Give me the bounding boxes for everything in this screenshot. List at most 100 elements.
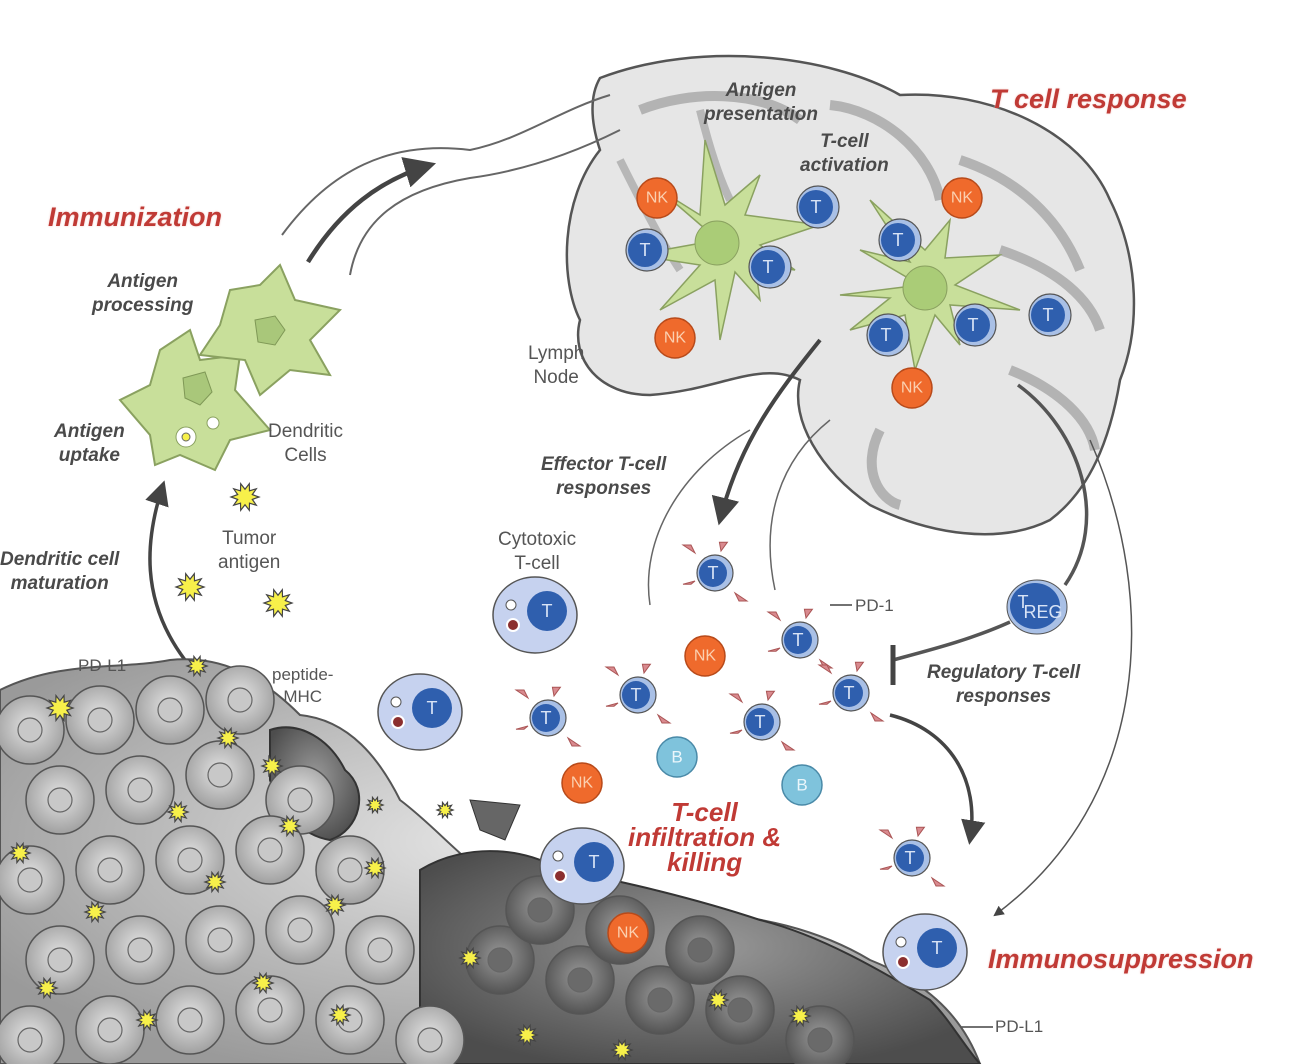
b-cell-label: B bbox=[671, 748, 682, 767]
antigen-star-icon bbox=[45, 693, 75, 723]
text-line: Lymph bbox=[528, 343, 585, 364]
treg-subscript: REG bbox=[1023, 602, 1062, 622]
t-cell-label: T bbox=[811, 197, 822, 217]
text-line: presentation bbox=[704, 104, 819, 125]
text-line: MHC bbox=[283, 687, 323, 706]
text-line: maturation bbox=[10, 573, 109, 594]
antigen-star-icon bbox=[515, 1023, 539, 1047]
cytotoxic-t-cell: T bbox=[492, 576, 578, 654]
label-pdl1-right: PD-L1 bbox=[995, 1017, 1044, 1036]
text-line: Antigen bbox=[54, 421, 125, 442]
antigen-star-icon bbox=[363, 856, 387, 880]
antigen-star-icon bbox=[706, 988, 730, 1012]
pathway-curves bbox=[145, 338, 1133, 1028]
tumor-cell bbox=[155, 985, 225, 1055]
tumor-cell bbox=[205, 665, 275, 735]
dendritic-cell-pair bbox=[118, 263, 342, 472]
treg-label: T bbox=[1018, 592, 1029, 612]
lymph-dendritic-cells bbox=[634, 139, 1021, 373]
text-line: Dendritic cell bbox=[0, 549, 120, 570]
label-peptide-mhc: peptide- MHC bbox=[272, 664, 333, 708]
antigen-star-icon bbox=[229, 481, 261, 513]
label-tumor-antigen: Tumor antigen bbox=[218, 527, 280, 575]
t-cell: T bbox=[878, 826, 946, 887]
text-line: Tumor bbox=[222, 528, 277, 549]
antigen-star-icon bbox=[83, 900, 107, 924]
text-line: Cytotoxic bbox=[498, 529, 577, 550]
tumor-cell bbox=[0, 695, 65, 765]
t-cell-label: T bbox=[893, 230, 904, 250]
b-cell: B bbox=[781, 764, 823, 806]
t-cell: T bbox=[728, 690, 796, 751]
tumor-cell bbox=[235, 975, 305, 1045]
t-cell: T bbox=[866, 313, 910, 357]
antigen-star-icon bbox=[166, 800, 190, 824]
nk-cell-label: NK bbox=[951, 190, 974, 207]
cytotoxic-t-cell: T bbox=[539, 827, 625, 905]
afferent-arrows bbox=[281, 94, 621, 276]
antigen-star-icon bbox=[260, 754, 284, 778]
text-line: responses bbox=[556, 478, 652, 499]
antigen-star-icon bbox=[262, 587, 294, 619]
t-cell-label: T bbox=[427, 698, 438, 718]
text-line: Node bbox=[533, 367, 579, 388]
tumor-cell bbox=[65, 685, 135, 755]
tumor-cell bbox=[75, 995, 145, 1064]
tumor-cell bbox=[465, 925, 535, 995]
stage-infiltration: T-cell infiltration & killing bbox=[628, 797, 782, 877]
t-cell-label: T bbox=[793, 630, 804, 650]
label-cytotoxic-t-cell: Cytotoxic T-cell bbox=[498, 528, 576, 576]
label-pdl1-left: PD-L1 bbox=[78, 656, 127, 675]
t-cell: T bbox=[953, 303, 997, 347]
nk-cell: NK bbox=[607, 912, 649, 954]
tumor-cell bbox=[0, 845, 65, 915]
t-cell-label: T bbox=[708, 563, 719, 583]
antigen-star-icon bbox=[610, 1038, 634, 1062]
text-line: Regulatory T-cell bbox=[927, 662, 1081, 683]
tumor-cell bbox=[315, 985, 385, 1055]
infiltration-line-3: killing bbox=[666, 847, 743, 877]
stage-t-cell-response: T cell response bbox=[990, 84, 1187, 114]
text-line: antigen bbox=[218, 552, 281, 573]
text-line: activation bbox=[800, 155, 889, 176]
nk-cell-label: NK bbox=[694, 648, 717, 665]
t-cell-label: T bbox=[1043, 305, 1054, 325]
nk-cell: NK bbox=[684, 635, 726, 677]
t-cell-label: T bbox=[542, 601, 553, 621]
antigen-star-icon bbox=[278, 814, 302, 838]
cytotoxic-t-cell: T bbox=[377, 673, 463, 751]
text-line: Antigen bbox=[725, 80, 797, 101]
antigen-star-icon bbox=[435, 800, 455, 820]
antigen-star-icon bbox=[185, 654, 209, 678]
nk-cell-label: NK bbox=[664, 330, 687, 347]
t-cell-label: T bbox=[905, 848, 916, 868]
t-cell-label: T bbox=[589, 852, 600, 872]
tumor-cell bbox=[185, 905, 255, 975]
nk-cell: NK bbox=[941, 177, 983, 219]
process-effector-responses: Effector T-cell responses bbox=[541, 453, 666, 501]
nk-cell-label: NK bbox=[617, 925, 640, 942]
t-cell-label: T bbox=[763, 257, 774, 277]
tumor-antigen-stars bbox=[8, 481, 812, 1062]
tumor-cell bbox=[135, 675, 205, 745]
nk-cell-label: NK bbox=[901, 380, 924, 397]
antigen-star-icon bbox=[458, 946, 482, 970]
tumor-cell bbox=[665, 915, 735, 985]
stage-immunization: Immunization bbox=[48, 202, 222, 232]
infiltration-line-1: T-cell bbox=[671, 797, 738, 827]
stage-immunosuppression: Immunosuppression bbox=[988, 944, 1254, 974]
tumor-cell bbox=[0, 1005, 65, 1064]
nk-cell: NK bbox=[636, 177, 678, 219]
antigen-star-icon bbox=[328, 1003, 352, 1027]
tumor-cell bbox=[105, 755, 175, 825]
tumor-cell bbox=[185, 740, 255, 810]
text-line: Dendritic bbox=[268, 421, 343, 442]
text-line: Cells bbox=[284, 445, 327, 466]
t-cell: T bbox=[766, 608, 834, 669]
infiltration-line-2: infiltration & bbox=[628, 822, 782, 852]
nk-cell: NK bbox=[654, 317, 696, 359]
text-line: peptide- bbox=[272, 665, 334, 684]
process-antigen-uptake: Antigen uptake bbox=[54, 420, 125, 468]
b-cell-label: B bbox=[796, 776, 807, 795]
t-cell: T bbox=[796, 185, 840, 229]
